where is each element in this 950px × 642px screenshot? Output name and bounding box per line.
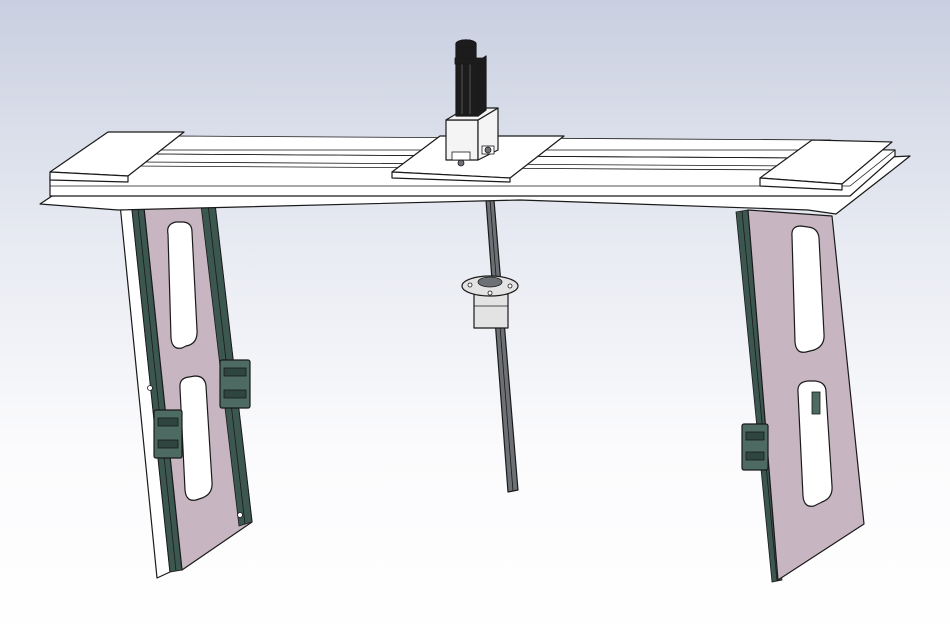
- right-plate-cutout-top: [791, 225, 825, 353]
- motor-bracket[interactable]: [445, 107, 499, 167]
- left-bolt: [147, 385, 153, 391]
- motor-assembly[interactable]: [445, 39, 499, 167]
- lead-screw-assembly[interactable]: [461, 199, 519, 493]
- right-carriage[interactable]: [741, 423, 769, 471]
- beam-edge-line-2: [849, 149, 896, 187]
- right-plate-cutout-bottom: [797, 380, 833, 507]
- slider-carriage-side: [391, 171, 511, 183]
- lead-screw-nut[interactable]: [461, 275, 519, 329]
- left-plate-cutout-top: [167, 221, 198, 349]
- left-plate-cutout-bottom: [179, 375, 213, 501]
- motor-cap: [455, 39, 477, 49]
- left-bolt-lower: [237, 512, 243, 518]
- right-rear-carriage: [811, 391, 821, 415]
- beam-end-block-left-side: [49, 171, 129, 183]
- right-rail-groove: [741, 210, 778, 582]
- lead-screw-highlight: [489, 199, 514, 492]
- top-beam[interactable]: [39, 131, 911, 215]
- left-outer-rail-groove: [136, 198, 177, 572]
- right-side-assembly[interactable]: [735, 209, 865, 583]
- left-carriage-lower[interactable]: [153, 409, 183, 459]
- lead-screw[interactable]: [485, 199, 519, 493]
- stepper-motor[interactable]: [454, 39, 487, 117]
- beam-end-block-right-side: [759, 177, 843, 191]
- left-side-assembly[interactable]: [119, 195, 253, 579]
- left-carriage-upper[interactable]: [219, 359, 251, 409]
